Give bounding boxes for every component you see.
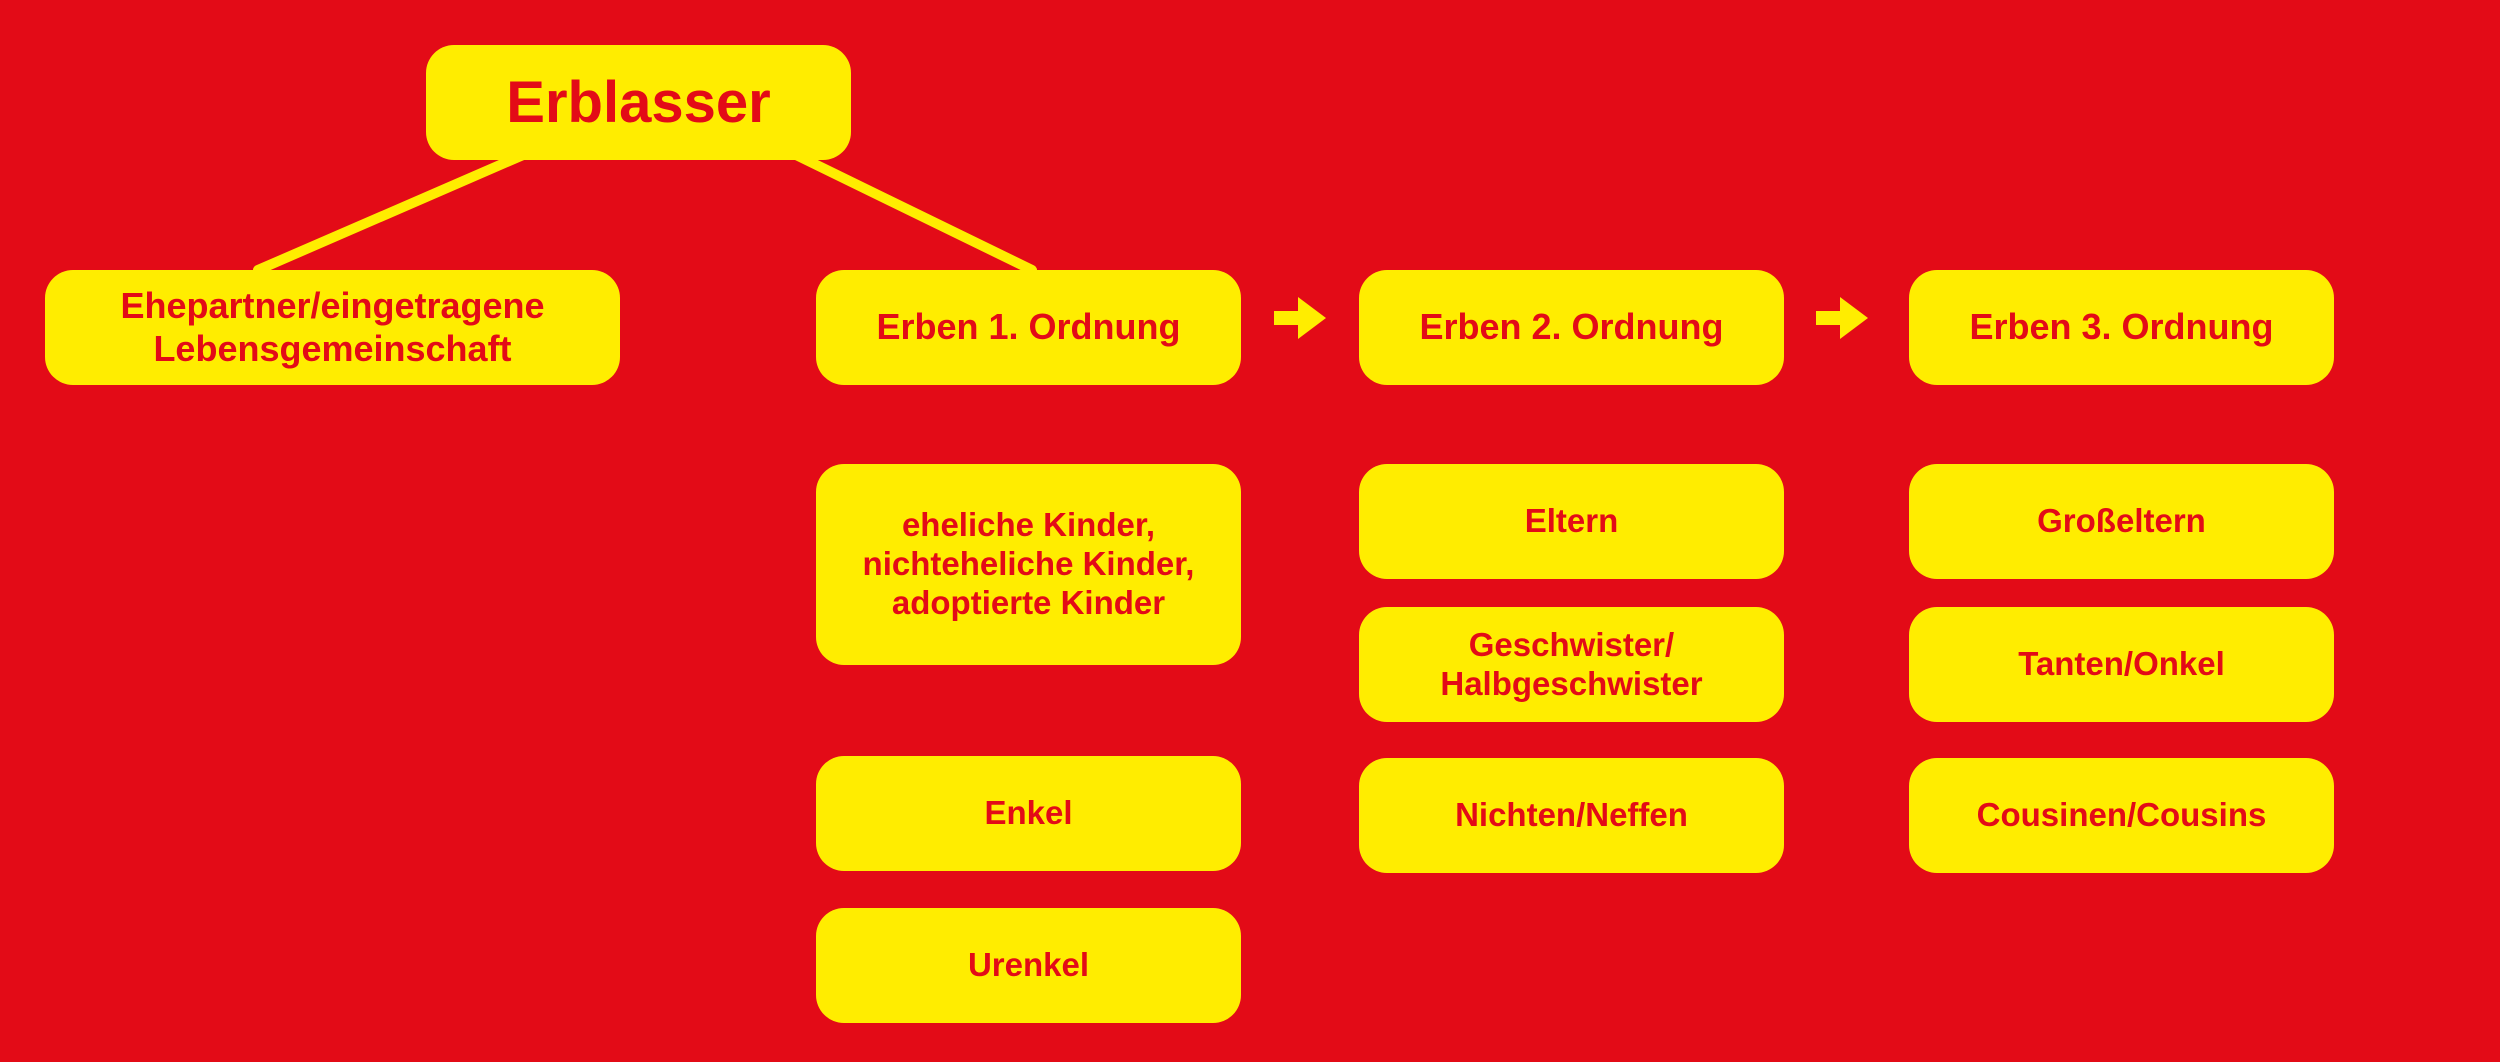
order-1-children-node: eheliche Kinder, nichteheliche Kinder, a… (816, 464, 1241, 665)
arrow-right-icon (1274, 297, 1326, 339)
root-node-erblasser: Erblasser (426, 45, 851, 160)
order-2-siblings-node: Geschwister/ Halbgeschwister (1359, 607, 1784, 722)
connector-root-to-spouse (253, 147, 535, 275)
order-3-grandparents-node: Großeltern (1909, 464, 2334, 579)
order-2-node: Erben 2. Ordnung (1359, 270, 1784, 385)
order-1-great-grandchildren-node: Urenkel (816, 908, 1241, 1023)
order-2-parents-node: Eltern (1359, 464, 1784, 579)
arrow-right-icon (1816, 297, 1868, 339)
order-3-aunts-uncles-node: Tanten/Onkel (1909, 607, 2334, 722)
order-1-node: Erben 1. Ordnung (816, 270, 1241, 385)
spouse-node: Ehepartner/eingetragene Lebensgemeinscha… (45, 270, 620, 385)
order-1-grandchildren-node: Enkel (816, 756, 1241, 871)
order-3-cousins-node: Cousinen/Cousins (1909, 758, 2334, 873)
connector-root-to-first-order (785, 147, 1037, 275)
order-2-nieces-nephews-node: Nichten/Neffen (1359, 758, 1784, 873)
order-3-node: Erben 3. Ordnung (1909, 270, 2334, 385)
